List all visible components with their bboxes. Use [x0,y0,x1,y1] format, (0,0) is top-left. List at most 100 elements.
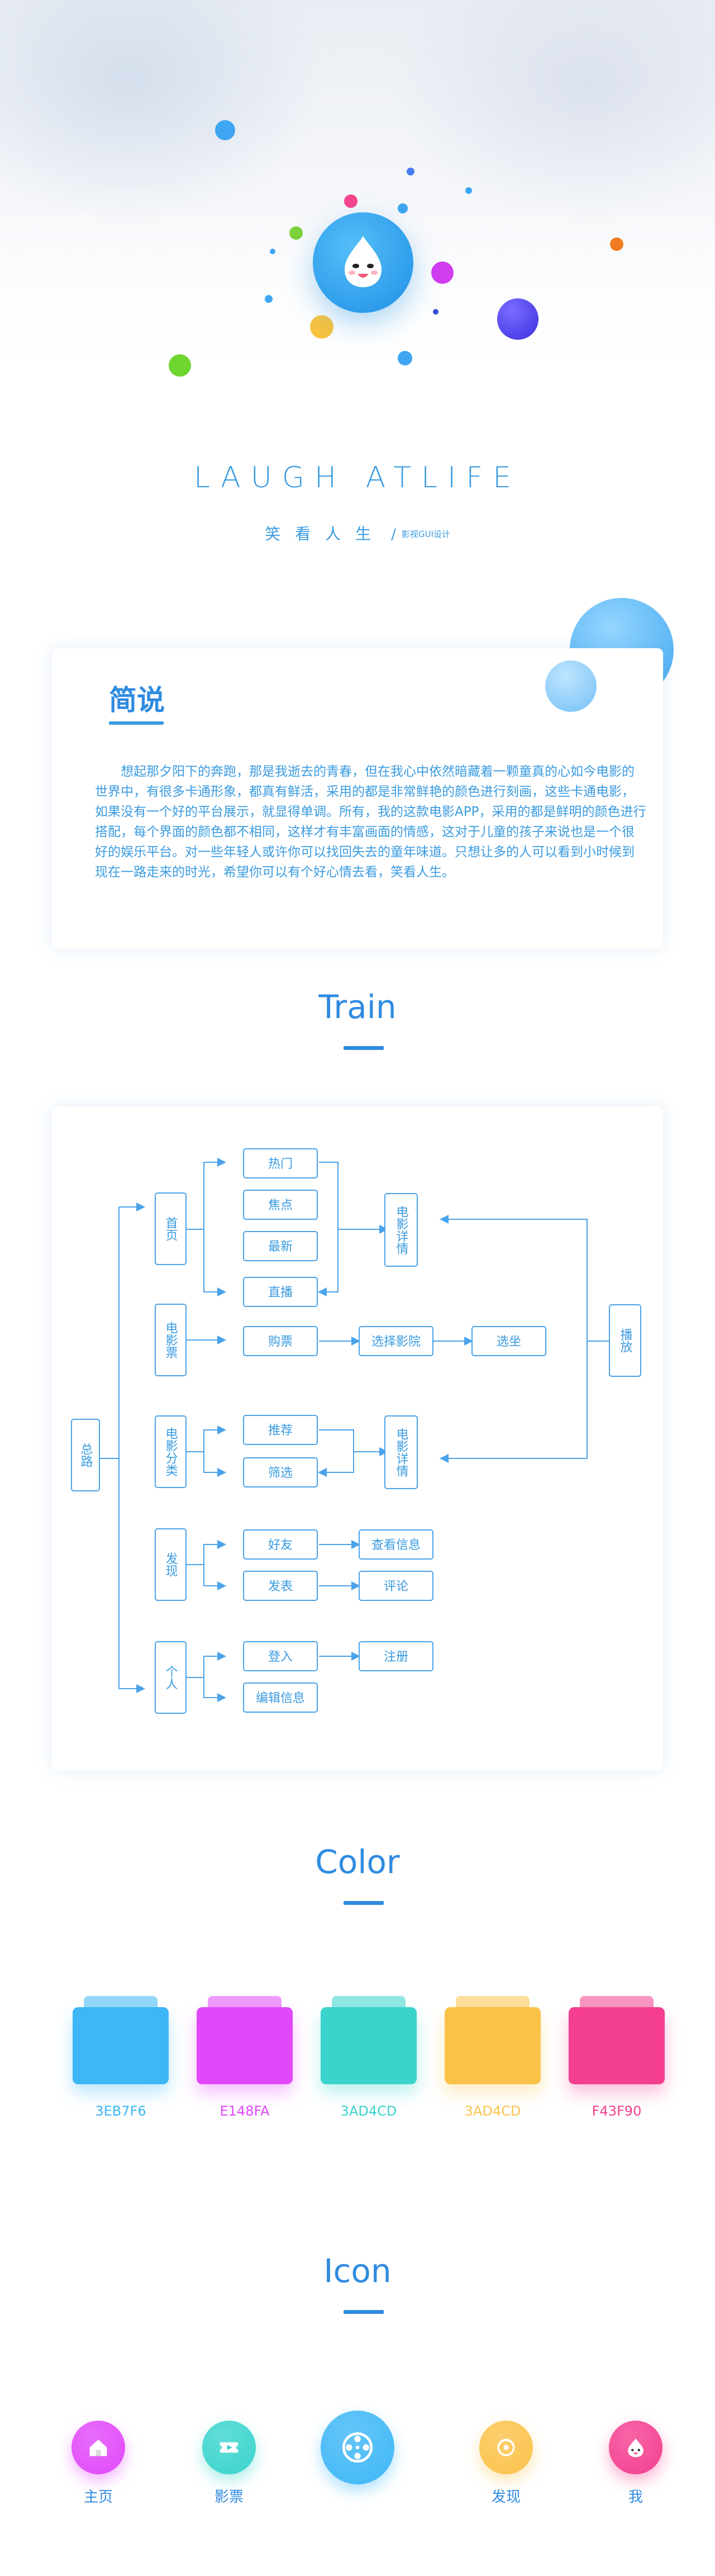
flow-node-buy: 购票 [243,1326,318,1356]
flow-node-live-label: 直播 [268,1286,293,1300]
flow-node-home: 首页 [155,1192,187,1265]
section-title-icon: Icon [323,2252,392,2290]
decor-dot [610,237,623,251]
flow-node-edit-info: 编辑信息 [243,1683,318,1713]
color-swatch-label: F43F90 [592,2103,642,2119]
flow-node-comment-label: 评论 [384,1580,408,1594]
flow-node-choose-seat-label: 选坐 [497,1335,521,1349]
flow-node-recommend: 推荐 [243,1415,318,1445]
tab-ticket-button[interactable] [202,2421,256,2474]
flow-node-tickets-label: 电影票 [164,1322,178,1358]
flow-node-focus-label: 焦点 [268,1199,293,1213]
flow-node-root: 总路 [71,1419,100,1491]
decor-dot [289,226,303,240]
flow-node-filter-label: 筛选 [268,1466,293,1480]
intro-title: 简说 [109,684,165,716]
flow-node-live: 直播 [243,1277,318,1307]
flow-node-personal-label: 个人 [164,1665,178,1690]
tab-face-button[interactable] [609,2421,662,2474]
section-title-train: Train [318,988,397,1026]
intro-body: 想起那夕阳下的奔跑，那是我逝去的青春，但在我心中依然暗藏着一颗童真的心如今电影的… [95,764,646,880]
color-swatch-label: 3AD4CD [340,2103,397,2119]
flow-node-category-label: 电影分类 [164,1427,178,1476]
color-swatch [569,2007,665,2084]
flow-node-choose-seat: 选坐 [471,1326,546,1356]
flow-node-comment: 评论 [359,1571,433,1601]
decor-dot [310,315,333,339]
color-swatch-label: 3AD4CD [464,2103,521,2119]
subtitle-separator: / [391,526,396,543]
flow-node-publish-label: 发表 [268,1580,293,1594]
ticket-icon [216,2435,242,2460]
flow-node-personal: 个人 [155,1641,187,1714]
flow-node-detail-2-label: 电影详情 [394,1428,409,1477]
flow-node-discover-label: 发现 [164,1552,178,1577]
decor-dot [433,309,438,315]
subtitle-small: 影视GUI设计 [401,529,450,539]
section-underline [344,1046,384,1050]
flow-node-view-info: 查看信息 [359,1529,433,1560]
tab-home-button[interactable] [72,2421,125,2474]
color-swatch [197,2007,293,2084]
tab-discover-button[interactable] [479,2421,533,2474]
flow-node-register-label: 注册 [384,1650,408,1664]
color-swatch-label: 3EB7F6 [95,2103,146,2119]
decor-dot [344,194,358,208]
flow-node-play: 播放 [609,1304,641,1377]
mascot-face-icon [345,236,382,287]
flow-node-hot-label: 热门 [268,1157,293,1171]
decor-dot [465,187,472,194]
brand-subtitle: 笑看人生 / 影视GUI设计 [0,522,715,544]
flow-node-detail-2: 电影详情 [384,1415,418,1489]
flow-node-recommend-label: 推荐 [268,1424,293,1438]
app-logo [313,212,413,313]
color-swatch [445,2007,541,2084]
decor-circle-small [545,660,597,712]
flow-node-choose-cinema: 选择影院 [359,1326,433,1356]
flow-node-login: 登入 [243,1641,318,1671]
flow-node-publish: 发表 [243,1571,318,1601]
flow-node-hot: 热门 [243,1148,318,1178]
face-icon [623,2435,649,2460]
flow-node-root-label: 总路 [79,1443,93,1467]
flow-node-detail-1-label: 电影详情 [394,1205,409,1254]
color-swatch [321,2007,417,2084]
tab-label: 影票 [214,2489,244,2506]
hero-banner [0,0,715,391]
flow-links [97,1158,609,1702]
brand-title: LAUGH ATLIFE [193,461,522,495]
tab-film-reel-button[interactable] [321,2411,394,2484]
flow-node-latest: 最新 [243,1231,318,1261]
flow-node-focus: 焦点 [243,1190,318,1220]
decor-dot [407,168,414,175]
flow-node-latest-label: 最新 [268,1240,293,1254]
intro-title-underline [109,721,164,725]
decor-dot [398,203,408,213]
flow-node-login-label: 登入 [268,1650,293,1664]
flow-node-play-label: 播放 [618,1328,633,1353]
flow-node-friends-label: 好友 [268,1538,293,1552]
flow-node-detail-1: 电影详情 [384,1193,418,1267]
decor-dot [398,351,412,365]
flow-node-choose-cinema-label: 选择影院 [371,1335,421,1349]
section-underline [344,1901,384,1905]
tab-label: 我 [628,2489,643,2506]
section-underline [344,2310,384,2314]
subtitle-chinese: 笑看人生 [265,525,386,543]
flow-node-tickets: 电影票 [155,1304,187,1376]
flow-node-register: 注册 [359,1641,433,1671]
tab-label: 发现 [491,2489,521,2506]
flow-node-buy-label: 购票 [268,1335,293,1349]
flow-node-edit-info-label: 编辑信息 [256,1691,305,1705]
decor-dot [270,249,275,254]
flow-node-home-label: 首页 [164,1216,178,1241]
flow-diagram: 总路 首页 电影票 电影分类 发现 个人 热门 焦点 最新 直播 购票 选择影院… [71,1148,641,1714]
flow-node-filter: 筛选 [243,1457,318,1487]
home-icon [86,2435,111,2460]
flow-node-view-info-label: 查看信息 [371,1538,421,1552]
flow-node-category: 电影分类 [155,1415,187,1488]
flow-node-friends: 好友 [243,1529,318,1560]
flow-node-discover: 发现 [155,1528,187,1601]
decor-dot [265,295,273,303]
decor-dot [497,298,538,340]
